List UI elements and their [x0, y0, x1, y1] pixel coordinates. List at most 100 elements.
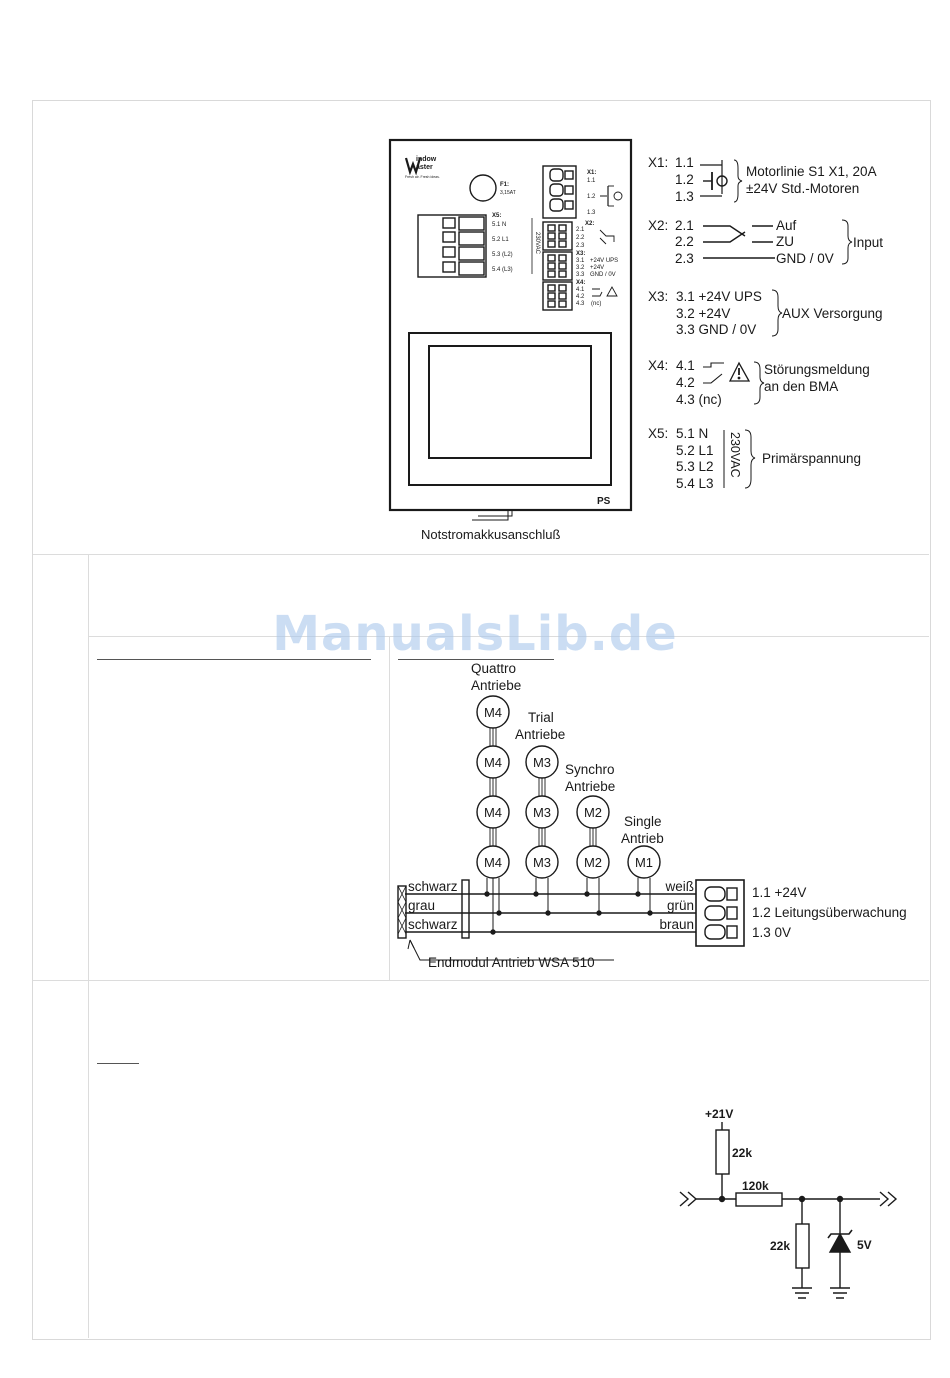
group-name: Antriebe — [471, 678, 521, 693]
motor-label: M3 — [533, 805, 551, 820]
heading-underline-1 — [97, 659, 371, 660]
group-name: Antrieb — [621, 831, 664, 846]
motor-icon — [476, 745, 510, 779]
legend-x3-group: AUX Versorgung — [782, 306, 883, 321]
motor-label: M2 — [584, 805, 602, 820]
terminal-label: 1.2 Leitungsüberwachung — [752, 905, 907, 920]
x5-pin: 5.1 N — [492, 222, 506, 228]
fuse-circle — [469, 174, 497, 202]
motor-label: M1 — [635, 855, 653, 870]
x3-pin: 3.2 — [576, 265, 585, 271]
legend-x2-pin: 2.1 — [675, 218, 694, 233]
wiring-labels: Quattro Antriebe Trial Antriebe Synchro … — [408, 661, 907, 970]
motor-icon — [476, 795, 510, 829]
resistor-r1 — [715, 1129, 730, 1175]
legend-labels: X1: 1.1 1.2 1.3 Motorlinie S1 X1, 20A ±2… — [648, 155, 883, 491]
motor-label: M3 — [533, 755, 551, 770]
resistor-r3-value: 22k — [770, 1239, 790, 1253]
x4-pin: 4.2 — [576, 294, 585, 300]
wire-label-left: schwarz — [408, 917, 458, 932]
legend-x5-pin: 5.2 L1 — [676, 443, 714, 458]
legend-x1-pin: 1.1 — [675, 155, 694, 170]
group-name: Single — [624, 814, 662, 829]
x3-text: GND / 0V — [590, 272, 616, 278]
legend-x5-label: X5: — [648, 426, 668, 441]
x4-label: X4: — [576, 280, 585, 286]
wire-label-left: grau — [408, 898, 435, 913]
col-divider-mid — [389, 637, 390, 980]
legend-x3-pin: 3.1 +24V UPS — [676, 289, 762, 304]
legend-symbols — [700, 159, 853, 489]
motor-label: M4 — [484, 855, 502, 870]
x5-label: X5: — [492, 213, 501, 219]
motor-label: M4 — [484, 805, 502, 820]
legend-x1-desc: Motorlinie S1 X1, 20A — [746, 164, 877, 179]
supply-voltage: +21V — [705, 1107, 733, 1121]
legend-x1-pin: 1.3 — [675, 189, 694, 204]
legend-x4-desc: an den BMA — [764, 379, 838, 394]
x5-pin: 5.4 (L3) — [492, 267, 513, 273]
motor-label: M3 — [533, 855, 551, 870]
ps-label: PS — [597, 496, 611, 507]
logo-text-2: aster — [416, 164, 433, 171]
x2-pin: 2.3 — [576, 243, 585, 249]
col-divider-left — [88, 555, 89, 1338]
motor-icon — [576, 845, 610, 879]
legend-x5-vac: 230VAC — [728, 432, 742, 478]
legend-x4-pin: 4.3 (nc) — [676, 392, 722, 407]
motor-icon — [525, 845, 559, 879]
legend-x2-pin: 2.2 — [675, 234, 694, 249]
legend-x1-label: X1: — [648, 155, 668, 170]
motor-icon — [525, 795, 559, 829]
legend-x1-pin: 1.2 — [675, 172, 694, 187]
logo-icon — [404, 157, 422, 176]
page-frame — [32, 100, 931, 1340]
input-circuit — [679, 1122, 898, 1299]
legend-x5-pin: 5.1 N — [676, 426, 708, 441]
x1-label: X1: — [587, 170, 596, 176]
heading-underline-3 — [97, 1063, 139, 1064]
legend-x4-label: X4: — [648, 358, 668, 373]
fuse-value: 3,15AT — [500, 190, 516, 196]
legend-x2-name: GND / 0V — [776, 251, 834, 266]
legend-x5-pin: 5.4 L3 — [676, 476, 714, 491]
legend-x2-name: ZU — [776, 234, 794, 249]
logo-text-1: indow — [416, 156, 437, 163]
legend-x4-pin: 4.2 — [676, 375, 695, 390]
x1-pin: 1.2 — [587, 194, 596, 200]
resistor-r2-value: 120k — [742, 1179, 769, 1193]
circuit-labels: +21V 22k 120k 22k 5V — [705, 1107, 872, 1253]
heading-underline-2 — [398, 659, 554, 660]
legend-x3-label: X3: — [648, 289, 668, 304]
motor-icon — [525, 745, 559, 779]
legend-x3-pin: 3.3 GND / 0V — [676, 322, 756, 337]
watermark: ManualsLib.de — [272, 606, 678, 662]
end-module-label: Endmodul Antrieb WSA 510 — [428, 955, 595, 970]
legend-x2-pin: 2.3 — [675, 251, 694, 266]
x3-label: X3: — [576, 251, 585, 257]
x4-pin: 4.3 — [576, 301, 585, 307]
x4-pin: 4.1 — [576, 287, 585, 293]
legend-x4-pin: 4.1 — [676, 358, 695, 373]
motor-icon — [576, 795, 610, 829]
x4-nc: (nc) — [591, 301, 601, 307]
logo-tagline: Fresh air. Fresh ideas. — [405, 175, 440, 179]
terminal-label: 1.3 0V — [752, 925, 791, 940]
end-module-box — [397, 885, 407, 939]
group-name: Quattro — [471, 661, 516, 676]
zener-voltage: 5V — [857, 1238, 872, 1252]
wire-label-right: braun — [659, 917, 694, 932]
x3-text: +24V — [590, 265, 604, 271]
terminal-label: 1.1 +24V — [752, 885, 806, 900]
control-unit — [388, 138, 633, 521]
row-divider-1 — [33, 554, 929, 555]
fuse-label: F1: — [500, 182, 509, 188]
x2-pin: 2.2 — [576, 235, 585, 241]
resistor-r2 — [735, 1192, 783, 1207]
motor-label: M2 — [584, 855, 602, 870]
resistor-r3 — [795, 1223, 810, 1269]
group-name: Trial — [528, 710, 554, 725]
row-divider-3 — [33, 980, 929, 981]
legend-x5-group: Primärspannung — [762, 451, 861, 466]
